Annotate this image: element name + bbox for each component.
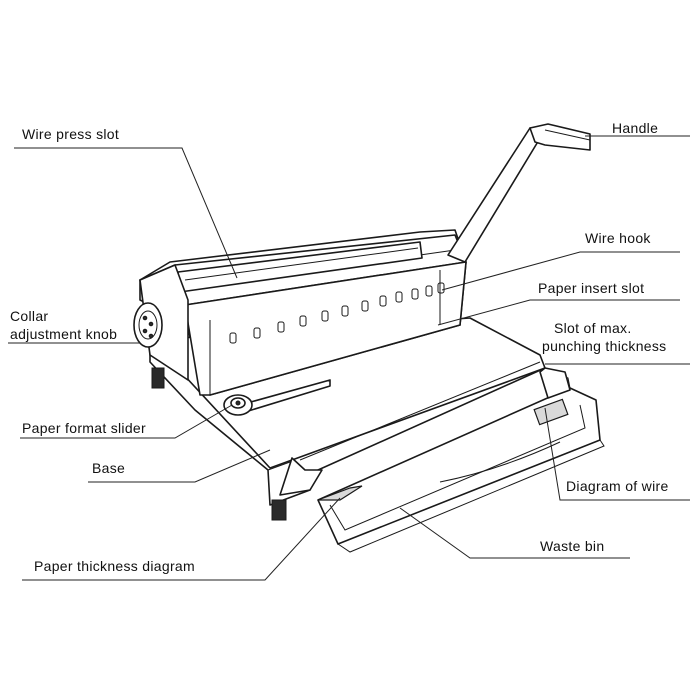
label-handle: Handle [612, 120, 659, 136]
paper-format-slider-shape [223, 379, 331, 416]
foot-front [271, 499, 287, 521]
label-base: Base [92, 460, 126, 476]
waste-bin [317, 387, 605, 553]
handle-shape [447, 123, 591, 263]
label-paper-format-slider: Paper format slider [22, 420, 146, 436]
leader-lines [8, 135, 690, 581]
paper-thickness-diagram-shape [317, 485, 363, 501]
label-waste-bin: Waste bin [540, 538, 605, 554]
label-collar-line2: adjustment knob [10, 326, 118, 342]
label-collar-line1: Collar [10, 308, 49, 324]
collar-knob-shape [133, 302, 163, 348]
label-diagram-of-wire: Diagram of wire [566, 478, 669, 494]
label-wire-press-slot: Wire press slot [22, 126, 120, 142]
label-slot-max-line1: Slot of max. [554, 320, 632, 336]
foot-left [151, 367, 165, 389]
label-paper-insert-slot: Paper insert slot [538, 280, 645, 296]
diagram-of-wire-shape [533, 398, 569, 426]
label-slot-max-line2: punching thickness [542, 338, 667, 354]
wire-hooks [229, 282, 445, 344]
label-wire-hook: Wire hook [585, 230, 651, 246]
label-paper-thickness-diagram: Paper thickness diagram [34, 558, 195, 574]
